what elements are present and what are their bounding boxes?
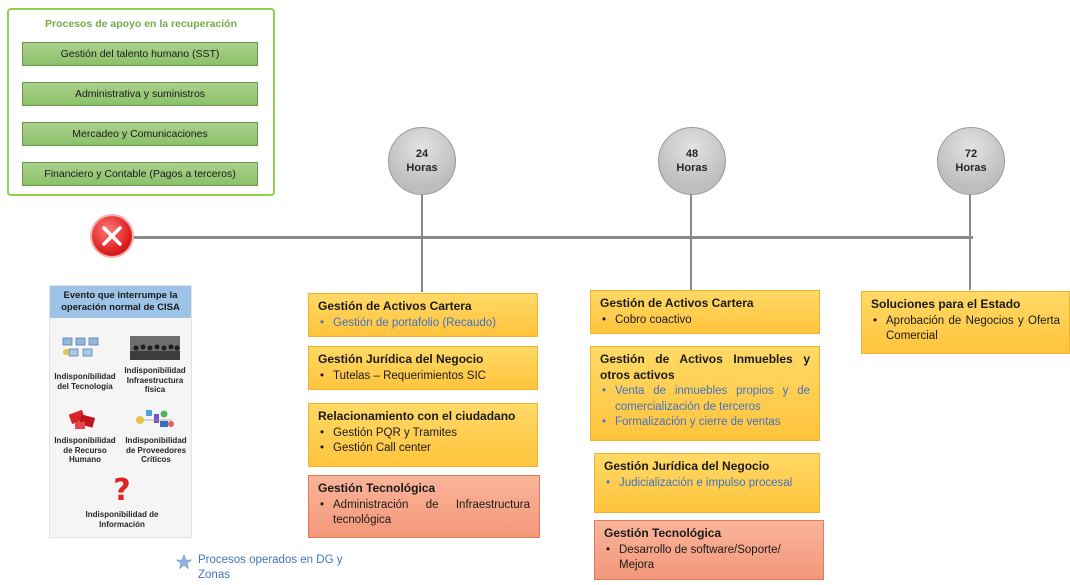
svg-text:?: ? — [113, 474, 130, 504]
star-icon — [176, 554, 192, 570]
box-24-juridica-item: Tutelas – Requerimientos SIC — [318, 369, 528, 385]
box-48-tecnologica: Gestión Tecnológica Desarrollo de softwa… — [594, 520, 824, 580]
box-24-juridica: Gestión Jurídica del Negocio Tutelas – R… — [308, 346, 538, 390]
legend-text: Procesos operados en DG y Zonas — [198, 554, 343, 581]
box-72-soluciones-item: Aprobación de Negocios y Oferta Comercia… — [871, 314, 1060, 345]
support-item-admin: Administrativa y suministros — [22, 82, 258, 106]
event-panel: Evento que interrumpe la operación norma… — [49, 285, 192, 538]
box-24-tecnologica: Gestión Tecnológica Administración de In… — [308, 475, 540, 538]
milestone-24h: 24 Horas — [388, 127, 456, 195]
milestone-72h-number: 72 — [964, 148, 978, 160]
cause-information: Indisponibilidad de Información — [85, 510, 159, 529]
box-24-cartera: Gestión de Activos Cartera Gestión de po… — [308, 293, 538, 337]
box-48-juridica-item: Judicialización e impulso procesal — [604, 476, 810, 492]
milestone-48h-unit: Horas — [676, 162, 708, 174]
box-48-cartera-item: Cobro coactivo — [600, 313, 810, 329]
box-48-juridica-title: Gestión Jurídica del Negocio — [604, 459, 770, 473]
box-48-inmuebles-item-1: Venta de inmuebles propios y de comercia… — [600, 384, 810, 415]
milestone-48h-number: 48 — [685, 148, 699, 160]
technology-icon — [62, 337, 99, 357]
support-item-talent: Gestión del talento humano (SST) — [22, 42, 258, 66]
human-resource-icon — [68, 409, 96, 429]
milestone-24h-number: 24 — [415, 148, 429, 160]
box-48-tecnologica-title: Gestión Tecnológica — [604, 526, 722, 540]
support-processes-title: Procesos de apoyo en la recuperación — [45, 18, 237, 30]
infrastructure-icon — [130, 336, 180, 360]
suppliers-icon — [136, 410, 174, 427]
box-24-relacionamiento-item-2: Gestión Call center — [318, 441, 528, 457]
cause-human-resource: Indisponibilidad de Recurso Humano — [54, 436, 116, 464]
box-24-tecnologica-item: Administración de Infraestructura tecnol… — [318, 498, 530, 529]
cause-infrastructure: Indisponibilidad Infraestructura física — [124, 366, 186, 394]
cause-technology: Indisponibilidad del Tecnología — [54, 372, 116, 391]
box-48-cartera-title: Gestión de Activos Cartera — [600, 296, 754, 310]
box-48-inmuebles-item-2: Formalización y cierre de ventas — [600, 415, 810, 431]
event-title: Evento que interrumpe la operación norma… — [50, 286, 191, 318]
box-24-tecnologica-title: Gestión Tecnológica — [318, 481, 436, 495]
timeline-line — [133, 236, 973, 239]
box-48-juridica: Gestión Jurídica del Negocio Judicializa… — [594, 453, 820, 513]
box-72-soluciones-title: Soluciones para el Estado — [871, 297, 1021, 311]
box-24-relacionamiento-item-1: Gestión PQR y Tramites — [318, 426, 528, 442]
cause-suppliers: Indisponibilidad de Proveedores Críticos — [125, 436, 187, 464]
box-48-tecnologica-item: Desarrollo de software/Soporte/ Mejora — [604, 543, 814, 574]
stem-24 — [421, 195, 423, 292]
milestone-24h-unit: Horas — [406, 162, 438, 174]
stem-72 — [969, 195, 971, 290]
milestone-48h: 48 Horas — [658, 127, 726, 195]
box-24-relacionamiento: Relacionamiento con el ciudadano Gestión… — [308, 403, 538, 467]
box-24-juridica-title: Gestión Jurídica del Negocio — [318, 352, 484, 366]
box-72-soluciones: Soluciones para el Estado Aprobación de … — [861, 291, 1070, 354]
question-icon: ? — [113, 474, 130, 504]
legend: Procesos operados en DG y Zonas — [176, 553, 366, 585]
support-item-finance: Financiero y Contable (Pagos a terceros) — [22, 162, 258, 186]
box-48-inmuebles: Gestión de Activos Inmuebles y otros act… — [590, 346, 820, 441]
support-processes-panel: Procesos de apoyo en la recuperación Ges… — [7, 8, 275, 196]
box-24-relacionamiento-title: Relacionamiento con el ciudadano — [318, 409, 516, 423]
box-48-inmuebles-title: Gestión de Activos Inmuebles y otros act… — [600, 352, 810, 382]
box-24-cartera-item: Gestión de portafolio (Recaudo) — [318, 316, 528, 332]
box-48-cartera: Gestión de Activos Cartera Cobro coactiv… — [590, 290, 820, 334]
milestone-72h-unit: Horas — [955, 162, 987, 174]
stem-48 — [690, 195, 692, 290]
box-24-cartera-title: Gestión de Activos Cartera — [318, 299, 472, 313]
milestone-72h: 72 Horas — [937, 127, 1005, 195]
close-icon — [92, 216, 132, 256]
support-item-marketing: Mercadeo y Comunicaciones — [22, 122, 258, 146]
